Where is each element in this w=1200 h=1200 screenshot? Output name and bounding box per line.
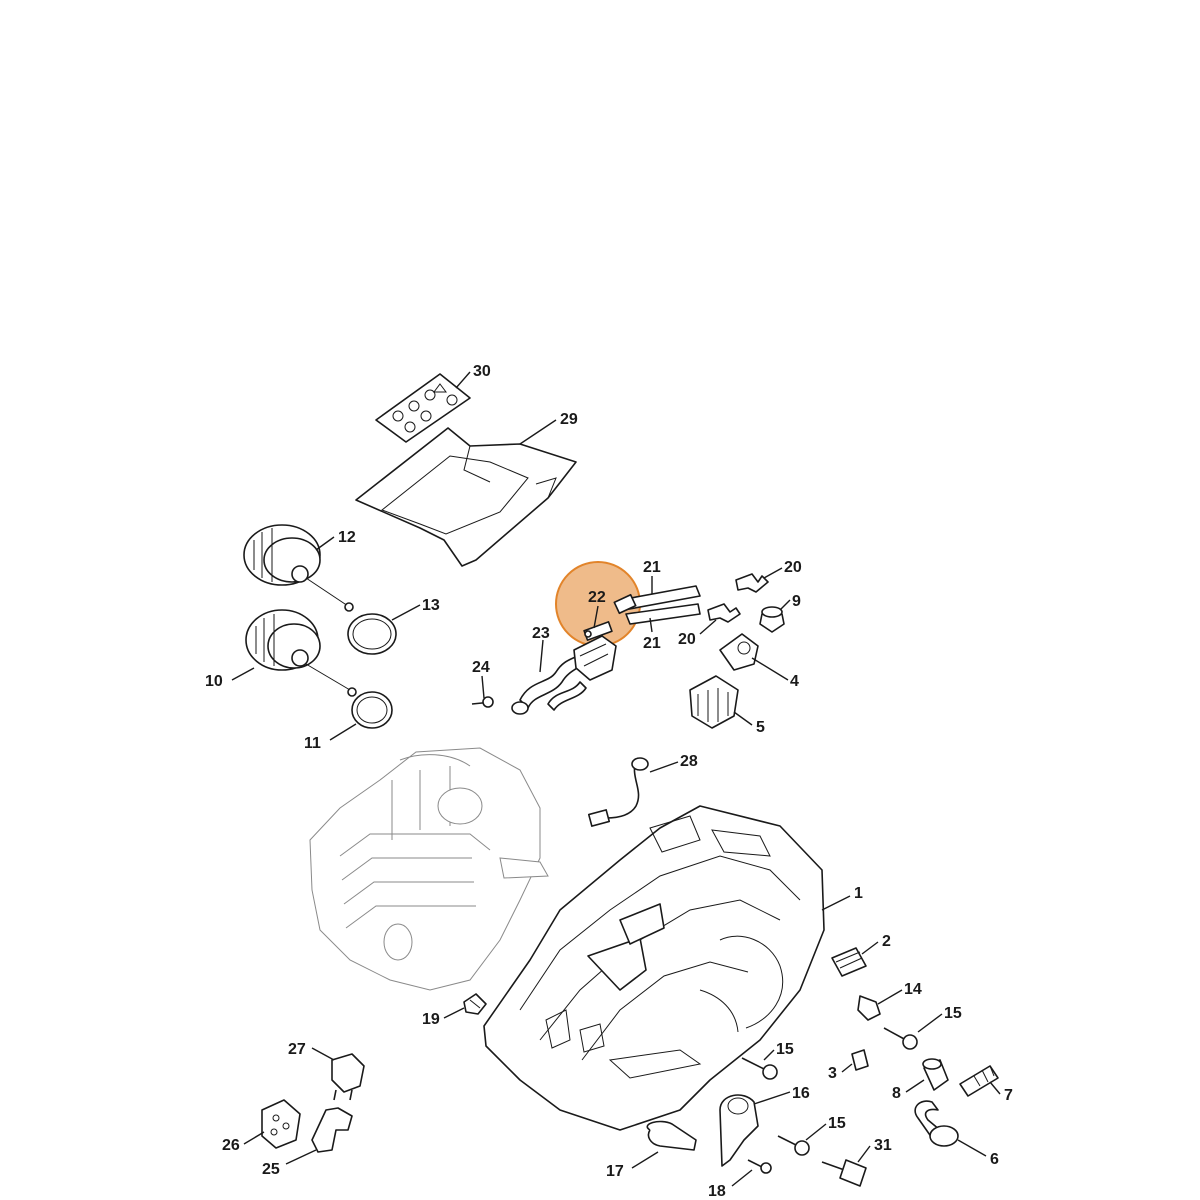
part-15-screw-middle[interactable] [741, 1057, 778, 1080]
part-18-screw[interactable] [747, 1159, 772, 1174]
part-10-fuel-cap[interactable] [245, 609, 357, 697]
part-6-tube[interactable] [914, 1100, 959, 1147]
callout-15-lower[interactable]: 15 [828, 1115, 846, 1132]
part-14-bracket[interactable] [857, 995, 881, 1021]
callout-2[interactable]: 2 [882, 933, 891, 950]
part-5-fuel-filter[interactable] [689, 675, 739, 729]
callout-29[interactable]: 29 [560, 411, 578, 428]
part-16-bracket[interactable] [719, 1094, 759, 1167]
part-12-oil-cap[interactable] [243, 524, 354, 612]
callout-10[interactable]: 10 [205, 673, 223, 690]
part-29-cover[interactable] [355, 427, 577, 567]
callout-11[interactable]: 11 [304, 735, 321, 752]
callout-17[interactable]: 17 [606, 1163, 624, 1180]
part-31-screw[interactable] [821, 1159, 867, 1187]
callout-24[interactable]: 24 [472, 659, 490, 676]
callout-23[interactable]: 23 [532, 625, 550, 642]
callout-13[interactable]: 13 [422, 597, 440, 614]
part-27-switch[interactable] [331, 1053, 365, 1101]
callout-6[interactable]: 6 [990, 1151, 999, 1168]
callout-21-lower[interactable]: 21 [643, 635, 661, 652]
callout-28[interactable]: 28 [680, 753, 698, 770]
callout-31[interactable]: 31 [874, 1137, 892, 1154]
part-4-pickup-body[interactable] [719, 633, 759, 671]
part-13-o-ring[interactable] [347, 613, 397, 655]
part-1-crankcase[interactable] [483, 805, 825, 1131]
part-7-pin[interactable] [959, 1065, 999, 1097]
callout-9[interactable]: 9 [792, 593, 801, 610]
callout-14[interactable]: 14 [904, 981, 922, 998]
callout-19[interactable]: 19 [422, 1011, 440, 1028]
part-15-screw-lower[interactable] [777, 1135, 810, 1156]
part-oil-pump-block [573, 635, 617, 681]
part-3-sleeve[interactable] [851, 1049, 869, 1071]
part-19-grommet[interactable] [463, 993, 487, 1015]
callout-22[interactable]: 22 [588, 589, 606, 606]
part-20-fitting-lower[interactable] [707, 603, 741, 623]
part-22-fitting[interactable] [583, 593, 637, 641]
callout-4[interactable]: 4 [790, 673, 799, 690]
callout-8[interactable]: 8 [892, 1085, 901, 1102]
callout-5[interactable]: 5 [756, 719, 765, 736]
callout-16[interactable]: 16 [792, 1085, 810, 1102]
callout-1[interactable]: 1 [854, 885, 863, 902]
callout-18[interactable]: 18 [708, 1183, 726, 1200]
part-25-bracket[interactable] [311, 1107, 353, 1153]
callout-7[interactable]: 7 [1004, 1087, 1013, 1104]
callout-15-right[interactable]: 15 [944, 1005, 962, 1022]
callout-20-lower[interactable]: 20 [678, 631, 696, 648]
part-engine-assembly [309, 747, 549, 991]
callout-21-upper[interactable]: 21 [643, 559, 661, 576]
callout-20-upper[interactable]: 20 [784, 559, 802, 576]
part-20-fitting-upper[interactable] [735, 573, 769, 593]
part-9-plug[interactable] [759, 606, 785, 633]
callout-26[interactable]: 26 [222, 1137, 240, 1154]
part-30-warning-label[interactable] [375, 373, 471, 443]
part-8-bushing[interactable] [922, 1058, 949, 1091]
part-23-oil-hose[interactable] [511, 649, 591, 715]
part-2-stud[interactable] [831, 947, 867, 977]
part-17-hook[interactable] [646, 1120, 697, 1151]
callout-12[interactable]: 12 [338, 529, 356, 546]
part-24-screw[interactable] [471, 696, 494, 708]
part-15-screw-right[interactable] [883, 1027, 918, 1050]
part-11-o-ring[interactable] [351, 691, 393, 729]
callout-25[interactable]: 25 [262, 1161, 280, 1178]
callout-30[interactable]: 30 [473, 363, 491, 380]
callout-15-middle[interactable]: 15 [776, 1041, 794, 1058]
part-21-hose[interactable] [619, 585, 701, 625]
part-28-wiring[interactable] [587, 757, 649, 827]
part-26-connector[interactable] [261, 1099, 301, 1149]
callout-27[interactable]: 27 [288, 1041, 306, 1058]
callout-3[interactable]: 3 [828, 1065, 837, 1082]
